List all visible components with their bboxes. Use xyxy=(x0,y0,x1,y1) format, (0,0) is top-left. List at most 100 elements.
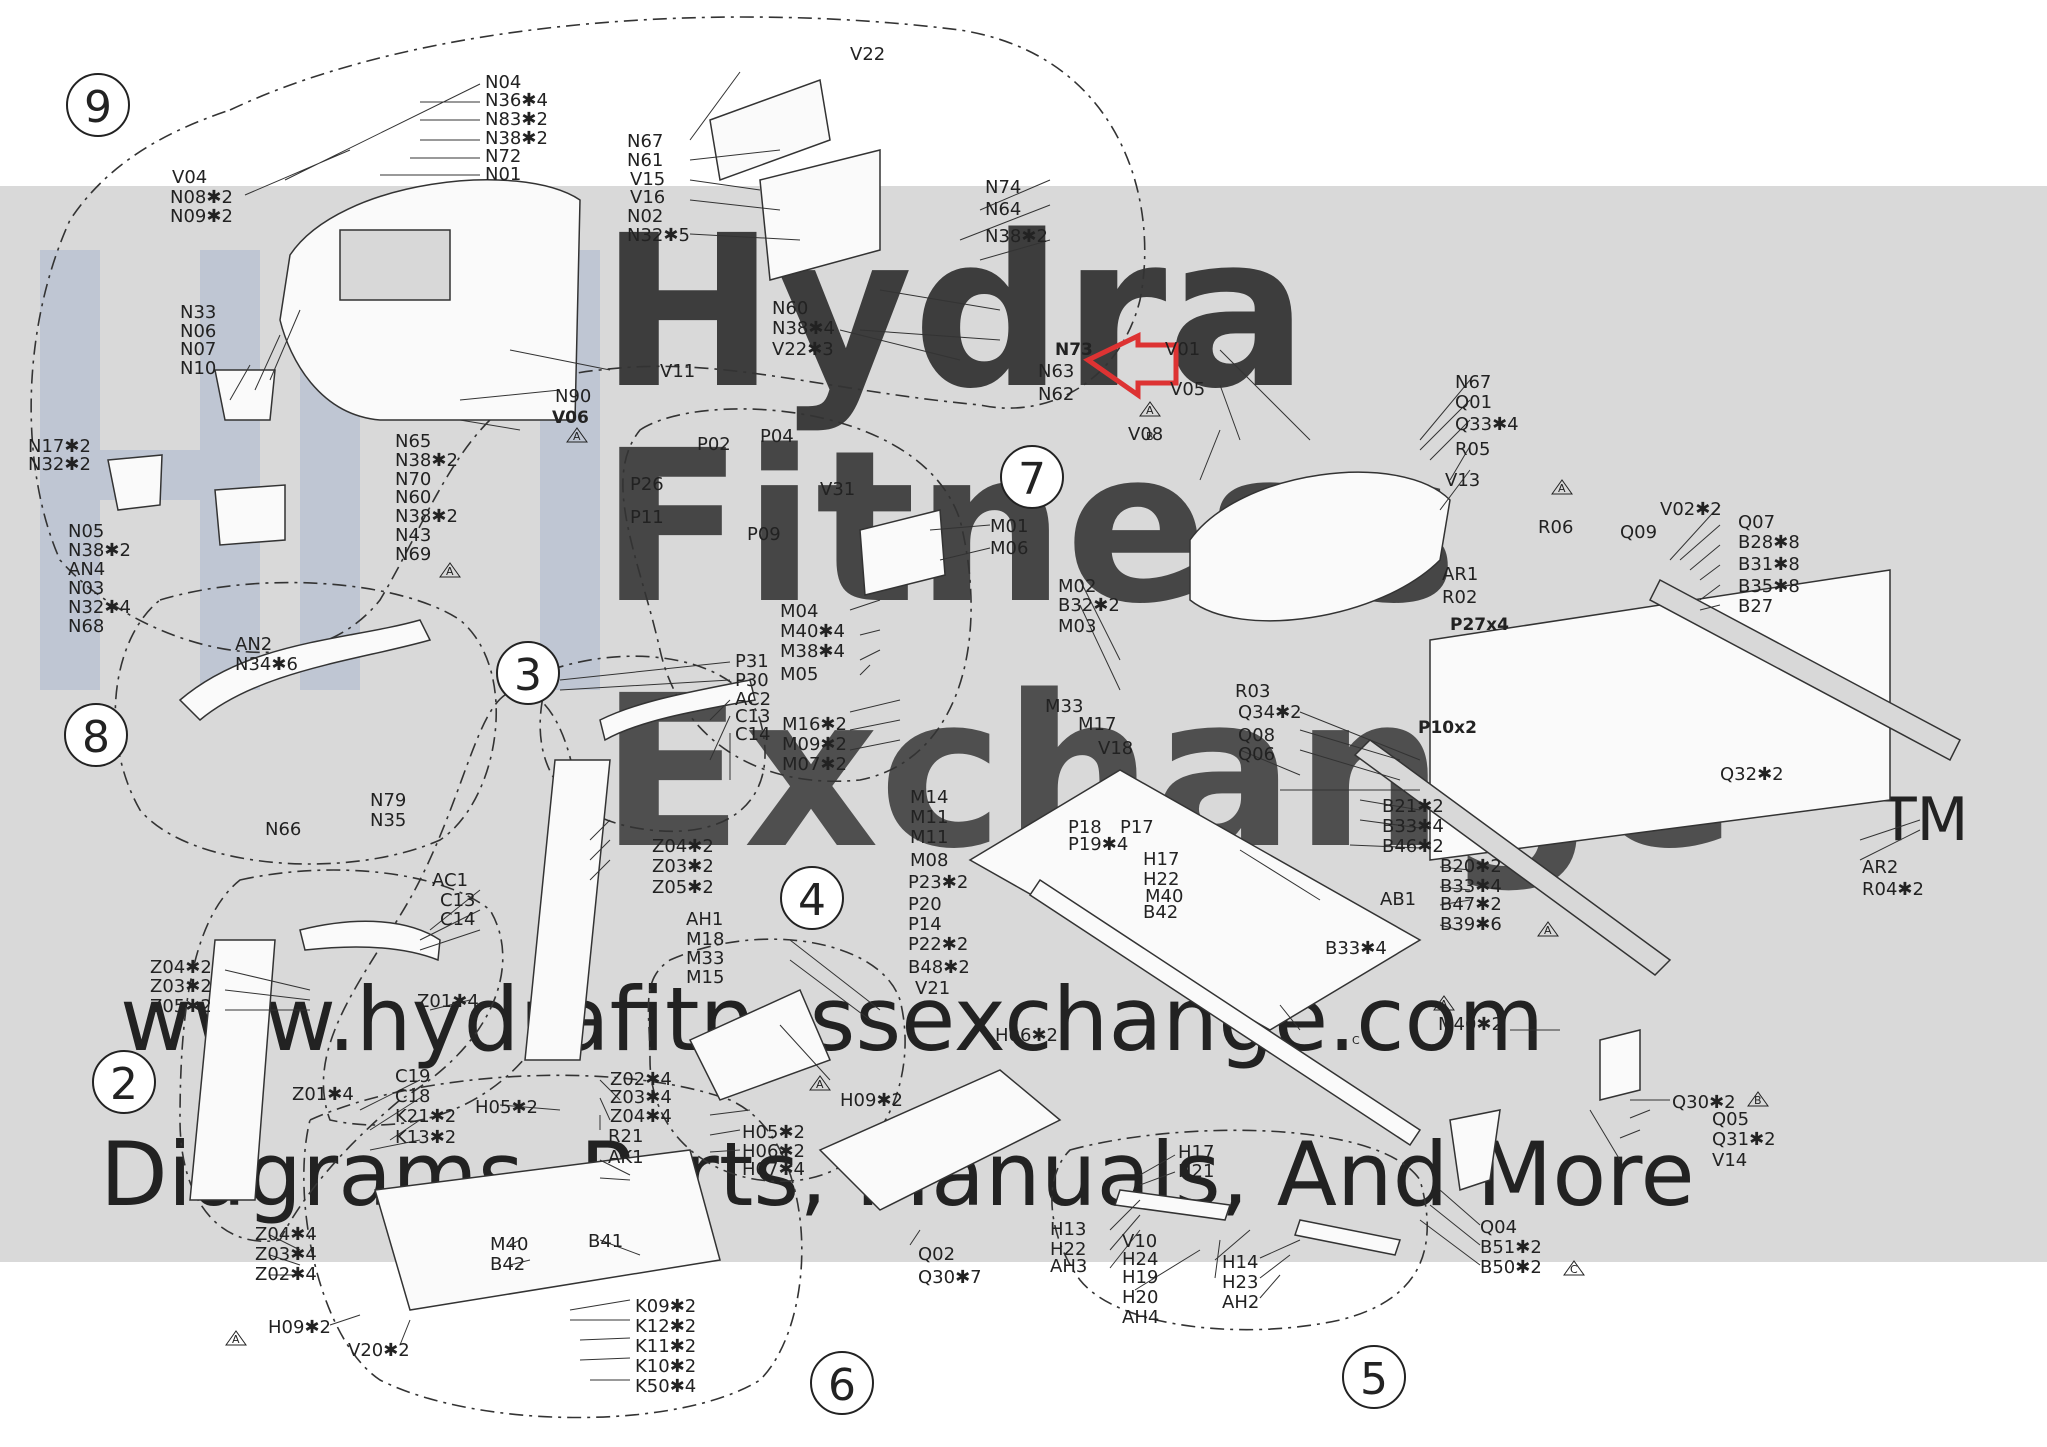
part-label: H06✱2 xyxy=(742,1141,805,1162)
part-label: AR2 xyxy=(1862,857,1898,878)
part-label: B47✱2 xyxy=(1440,894,1502,915)
part-label: Q01 xyxy=(1455,392,1492,413)
part-label: B28✱8 xyxy=(1738,532,1800,553)
part-label: R03 xyxy=(1235,681,1270,702)
part-label: N73 xyxy=(1055,340,1093,360)
part-label: H21 xyxy=(1178,1161,1214,1182)
part-label: Q04 xyxy=(1480,1217,1517,1238)
upright-left xyxy=(189,939,276,1201)
part-label: B42 xyxy=(1143,902,1178,923)
part-label: M15 xyxy=(686,967,724,988)
part-label: V02✱2 xyxy=(1660,499,1722,520)
part-label: N38✱2 xyxy=(395,506,458,527)
part-label: H09✱2 xyxy=(268,1317,331,1338)
part-label: Z04✱2 xyxy=(150,957,212,978)
part-label: N66 xyxy=(265,819,301,840)
part-label: V18 xyxy=(1098,738,1133,759)
part-label: P30 xyxy=(735,670,769,691)
part-label: N74 xyxy=(985,177,1021,198)
part-label: AN2 xyxy=(235,634,272,655)
part-label: Z03✱4 xyxy=(255,1244,317,1265)
part-label: Z05✱2 xyxy=(652,877,714,898)
part-label: P22✱2 xyxy=(908,934,968,955)
part-label: N67 xyxy=(1455,372,1491,393)
part-label: V06 xyxy=(552,408,589,428)
part-label: V16 xyxy=(630,187,665,208)
part-label: AH2 xyxy=(1222,1292,1259,1313)
part-label: P19✱4 xyxy=(1068,834,1128,855)
part-label: P27x4 xyxy=(1450,615,1509,635)
part-label: N17✱2 xyxy=(28,436,91,457)
part-label: V21 xyxy=(915,978,950,999)
warning-symbol: C xyxy=(1570,1263,1578,1276)
part-label: AH4 xyxy=(1122,1307,1159,1328)
incline-frame xyxy=(374,1149,721,1311)
part-label: P09 xyxy=(747,524,781,545)
watermark-line1: Hydra xyxy=(600,190,1308,435)
part-label: Q06 xyxy=(1238,744,1275,765)
group-number-3: 3 xyxy=(514,650,542,701)
part-label: N64 xyxy=(985,199,1021,220)
group-number-7: 7 xyxy=(1018,454,1046,505)
part-label: Q30✱2 xyxy=(1672,1092,1736,1113)
part-label: N90 xyxy=(555,386,591,407)
part-label: H20 xyxy=(1122,1287,1158,1308)
part-label: Z04✱4 xyxy=(610,1106,672,1127)
part-label: P11 xyxy=(630,507,664,528)
group-number-6: 6 xyxy=(828,1360,856,1411)
part-label: M05 xyxy=(780,664,818,685)
part-label: N03 xyxy=(68,578,104,599)
warning-symbol: A xyxy=(1544,924,1552,937)
part-label: R05 xyxy=(1455,439,1490,460)
part-label: M40✱4 xyxy=(780,621,845,642)
part-label: M11 xyxy=(910,807,948,828)
part-label: AC2 xyxy=(735,689,771,710)
part-label: N33 xyxy=(180,302,216,323)
part-label: N10 xyxy=(180,358,216,379)
part-label: B33✱4 xyxy=(1325,938,1387,959)
part-label: H17 xyxy=(1143,849,1179,870)
part-label: N69 xyxy=(395,544,431,565)
part-label: N68 xyxy=(68,616,104,637)
part-label: C19 xyxy=(395,1066,430,1087)
part-label: N06 xyxy=(180,321,216,342)
part-label: H22 xyxy=(1050,1239,1086,1260)
part-label: N08✱2 xyxy=(170,187,233,208)
part-label: K50✱4 xyxy=(635,1376,696,1397)
part-label: N60 xyxy=(395,487,431,508)
part-label: B50✱2 xyxy=(1480,1257,1542,1278)
base-pan xyxy=(818,1069,1062,1211)
part-label: N38✱2 xyxy=(985,226,1048,247)
part-label: M08 xyxy=(910,850,948,871)
part-label: N63 xyxy=(1038,361,1074,382)
part-label: N79 xyxy=(370,790,406,811)
part-label: N36✱4 xyxy=(485,90,548,111)
part-label: M07✱2 xyxy=(782,754,847,775)
part-label: N38✱2 xyxy=(68,540,131,561)
part-label: Q33✱4 xyxy=(1455,414,1519,435)
part-label: B32✱2 xyxy=(1058,595,1120,616)
part-label: M02 xyxy=(1058,576,1096,597)
part-label: P20 xyxy=(908,894,942,915)
part-label: M04 xyxy=(780,601,818,622)
part-label: N38✱2 xyxy=(395,450,458,471)
part-label: Q09 xyxy=(1620,522,1657,543)
part-label: M17 xyxy=(1078,714,1116,735)
part-label: M40✱2 xyxy=(1438,1014,1503,1035)
part-label: M16✱2 xyxy=(782,714,847,735)
part-label: K12✱2 xyxy=(635,1316,696,1337)
part-label: AR1 xyxy=(1442,564,1478,585)
part-label: P02 xyxy=(697,434,731,455)
part-label: C14 xyxy=(735,724,770,745)
part-label: Z02✱4 xyxy=(255,1264,317,1285)
part-label: B35✱8 xyxy=(1738,576,1800,597)
group-number-8: 8 xyxy=(82,712,110,763)
part-label: AN4 xyxy=(68,559,105,580)
part-label: R21 xyxy=(608,1126,643,1147)
part-label: H06✱2 xyxy=(995,1025,1058,1046)
warning-symbol: B xyxy=(1754,1094,1762,1107)
part-label: M14 xyxy=(910,787,948,808)
part-label: V01 xyxy=(1165,339,1200,360)
part-label: Z03✱2 xyxy=(150,976,212,997)
